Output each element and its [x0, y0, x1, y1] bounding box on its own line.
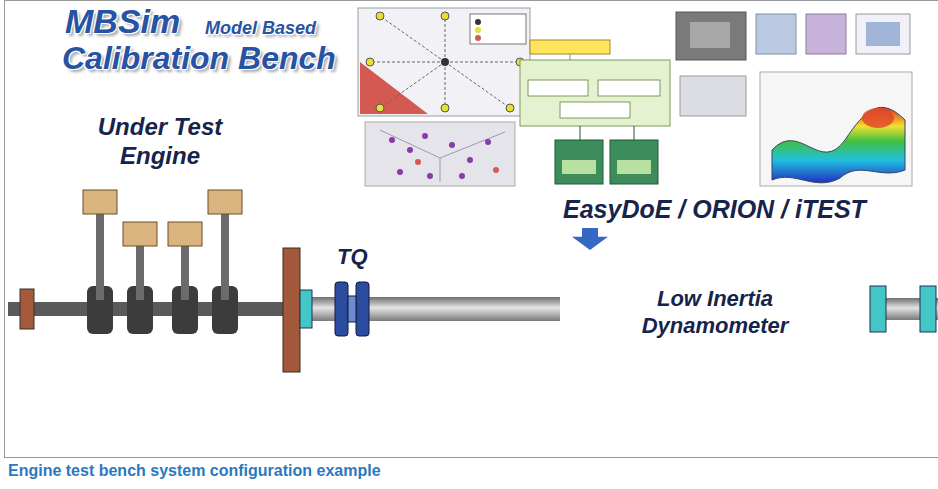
- tool-icon: [756, 14, 796, 54]
- design-point: [366, 58, 374, 66]
- scatter-dot: [459, 173, 465, 179]
- dynamometer-output: [870, 286, 938, 332]
- axis-line: [380, 130, 440, 158]
- software-panel: EasyDoE / ORION / iTEST: [345, 2, 920, 228]
- scatter-panel: [365, 122, 515, 186]
- design-line: [445, 62, 520, 63]
- response-surface: [772, 107, 905, 182]
- flow-arrow: [582, 228, 598, 238]
- scatter-dot: [407, 147, 413, 153]
- flow-line: [570, 54, 571, 60]
- connecting-rod: [181, 244, 189, 300]
- engine-block: Under Test Engine: [20, 85, 300, 430]
- module-box: [610, 140, 658, 184]
- piston: [168, 222, 202, 246]
- torque-flange: [356, 282, 369, 336]
- flange: [870, 286, 886, 332]
- flow-group: [520, 60, 670, 126]
- scatter-dot: [397, 169, 403, 175]
- dynamometer-box: Low Inertia Dynamometer: [560, 250, 870, 375]
- design-point: [441, 12, 449, 20]
- engine-photo: [676, 12, 746, 60]
- flow-box: [560, 102, 630, 118]
- connecting-rod: [96, 212, 104, 300]
- module-box: [555, 140, 603, 184]
- node-label: EasyDoE / ORION / iTEST: [563, 194, 866, 224]
- axis-line: [440, 158, 441, 182]
- piston: [208, 190, 242, 214]
- tool-icon-detail: [866, 22, 900, 46]
- frame-border: [5, 1, 938, 458]
- flywheel: [283, 248, 300, 372]
- flow-box: [530, 40, 610, 54]
- legend-box: [470, 14, 526, 44]
- engine-housing: [22, 89, 298, 427]
- info-box: [680, 76, 746, 116]
- arrow-head: [572, 237, 608, 250]
- scatter-dot: [485, 139, 491, 145]
- engine-mechanism: [8, 190, 300, 372]
- piston: [123, 222, 157, 246]
- flow-arrow-group: [572, 228, 608, 250]
- design-point: [506, 104, 514, 112]
- scatter-dot: [427, 173, 433, 179]
- flange: [920, 286, 936, 332]
- chart-panel: [358, 8, 530, 116]
- design-point: [376, 104, 384, 112]
- flow-box: [528, 80, 588, 96]
- flow-box: [598, 80, 660, 96]
- scatter-dot: [415, 159, 421, 165]
- torque-flange: [335, 282, 348, 336]
- tool-icon: [806, 14, 846, 54]
- legend-dot: [475, 35, 481, 41]
- node-label: Low Inertia Dynamometer: [630, 286, 800, 339]
- scatter-dot: [422, 133, 428, 139]
- software-screenshots: [358, 8, 912, 186]
- design-point: [441, 104, 449, 112]
- engine-photo-detail: [690, 22, 730, 48]
- legend-dot: [475, 19, 481, 25]
- torque-sensor-core: [348, 296, 356, 322]
- flow-line: [634, 126, 635, 140]
- design-line: [380, 62, 445, 108]
- design-line: [370, 62, 445, 63]
- node-label: Under Test Engine: [85, 113, 235, 171]
- design-line: [445, 16, 446, 62]
- piston: [83, 190, 117, 214]
- pulley: [20, 289, 34, 329]
- connecting-rod: [136, 244, 144, 300]
- module-inner: [617, 160, 651, 174]
- scatter-dot: [449, 142, 455, 148]
- legend-dot: [475, 27, 481, 33]
- connecting-rod: [221, 212, 229, 300]
- flow-line: [580, 126, 581, 140]
- design-line: [380, 16, 445, 62]
- tool-icon: [856, 14, 910, 54]
- design-line: [445, 62, 446, 108]
- software-panel-frame: [346, 3, 919, 227]
- design-line: [445, 62, 510, 108]
- software-panel-outline: [345, 2, 920, 228]
- scatter-dot: [467, 157, 473, 163]
- scatter-dot: [389, 137, 395, 143]
- design-point: [441, 58, 449, 66]
- scatter-lines: [380, 130, 505, 182]
- surface-peak: [862, 108, 894, 128]
- axis-line: [440, 132, 505, 158]
- dynamometer-box-frame: [561, 251, 869, 374]
- surface-panel: [760, 72, 912, 186]
- flange: [300, 290, 312, 328]
- design-point: [376, 12, 384, 20]
- red-region: [360, 62, 428, 114]
- scatter-dot: [493, 167, 499, 173]
- module-inner: [562, 160, 596, 174]
